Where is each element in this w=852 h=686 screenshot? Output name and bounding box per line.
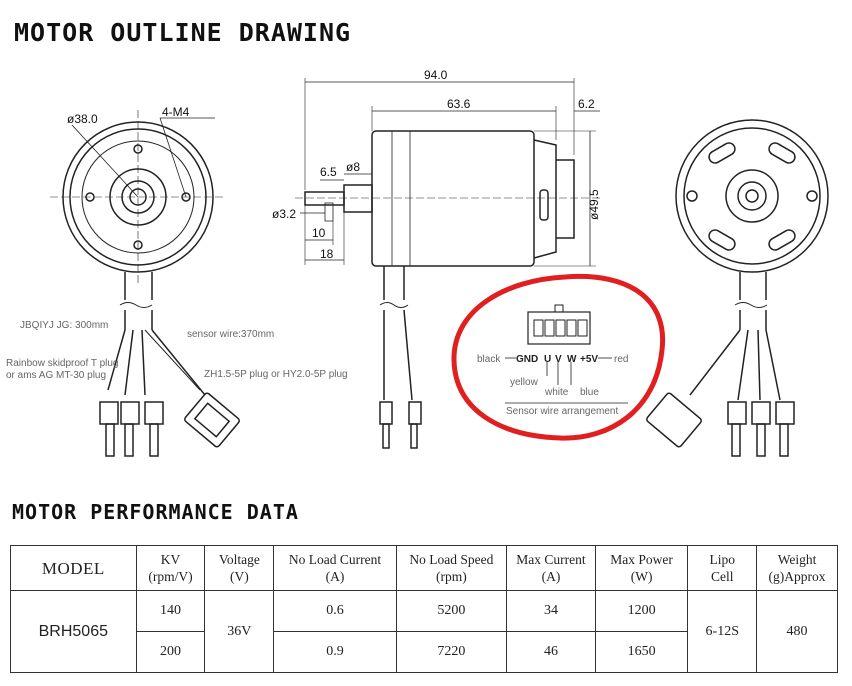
- sensor-caption: Sensor wire arrangement: [506, 406, 618, 417]
- plug-label-1: Rainbow skidproof T plug: [6, 358, 118, 369]
- black-label: black: [477, 354, 501, 365]
- pin-w: W: [567, 354, 577, 365]
- outline-title: MOTOR OUTLINE DRAWING: [14, 18, 352, 47]
- plug-label-2: or ams AG MT-30 plug: [6, 370, 106, 381]
- header-no-load-speed: No Load Speed(rpm): [395, 545, 508, 591]
- body-dia-label: ø49.5: [587, 189, 601, 220]
- pin-5v: +5V: [580, 354, 598, 365]
- pin-u: U: [544, 354, 551, 365]
- yellow-label: yellow: [510, 377, 539, 388]
- pin-v: V: [555, 354, 562, 365]
- shaft-step-label: 6.5: [320, 165, 337, 179]
- blue-label: blue: [580, 387, 599, 398]
- table-row: BRH5065 140 36V 0.6 5200 34 1200 6-12S 4…: [10, 590, 838, 673]
- shaft-boss-dia-label: ø8: [346, 160, 360, 174]
- rear-view: [646, 119, 829, 457]
- shaft-dia-label: ø3.2: [272, 207, 296, 221]
- highlight-ellipse: [451, 273, 666, 441]
- cell-max-current: 34: [506, 590, 596, 632]
- cell-kv: 200: [135, 631, 206, 673]
- end-length-label: 6.2: [578, 97, 595, 111]
- cell-lipo: 6-12S: [687, 590, 758, 673]
- header-no-load-current: No Load Current(A): [273, 545, 397, 591]
- cell-max-power: 1200: [594, 590, 689, 632]
- cell-no-load-current: 0.9: [273, 631, 397, 673]
- cell-model: BRH5065: [10, 590, 137, 673]
- table-header-row: MODEL KV(rpm/V) Voltage(V) No Load Curre…: [10, 545, 838, 591]
- performance-title: MOTOR PERFORMANCE DATA: [12, 500, 299, 524]
- cell-no-load-current: 0.6: [273, 590, 397, 632]
- cell-max-power: 1650: [594, 631, 689, 673]
- red-label: red: [614, 354, 628, 365]
- pin-gnd: GND: [516, 354, 538, 365]
- cell-weight: 480: [756, 590, 838, 673]
- body-length-label: 63.6: [447, 97, 471, 111]
- main-wire-label: JBQIYJ JG: 300mm: [20, 320, 108, 331]
- sensor-wire-label: sensor wire:370mm: [187, 329, 274, 340]
- header-model: MODEL: [10, 545, 137, 591]
- outline-drawing: ø38.0 4-M4 94.0 63.6 6.2 ø49.5 6.5 ø8 ø3…: [6, 68, 829, 457]
- header-weight: Weight(g)Approx: [756, 545, 838, 591]
- shaft-len-a-label: 10: [312, 226, 326, 240]
- cell-max-current: 46: [506, 631, 596, 673]
- shaft-len-b-label: 18: [320, 247, 334, 261]
- white-label: white: [544, 387, 569, 398]
- header-voltage: Voltage(V): [204, 545, 275, 591]
- header-max-power: Max Power(W): [594, 545, 689, 591]
- header-kv: KV(rpm/V): [135, 545, 206, 591]
- header-max-current: Max Current(A): [506, 545, 596, 591]
- cell-no-load-speed: 5200: [395, 590, 508, 632]
- performance-table: MODEL KV(rpm/V) Voltage(V) No Load Curre…: [10, 545, 838, 673]
- overall-length-label: 94.0: [424, 68, 448, 82]
- sensor-plug-label: ZH1.5-5P plug or HY2.0-5P plug: [204, 369, 348, 380]
- front-dia-label: ø38.0: [67, 112, 98, 126]
- table-row: 200 0.9 7220 46 1650: [11, 631, 838, 673]
- front-view: [50, 110, 240, 457]
- sensor-connector: [451, 273, 666, 441]
- screws-label: 4-M4: [162, 105, 190, 119]
- side-view: [295, 78, 600, 449]
- cell-voltage: 36V: [204, 590, 275, 673]
- cell-no-load-speed: 7220: [395, 631, 508, 673]
- cell-kv: 140: [135, 590, 206, 632]
